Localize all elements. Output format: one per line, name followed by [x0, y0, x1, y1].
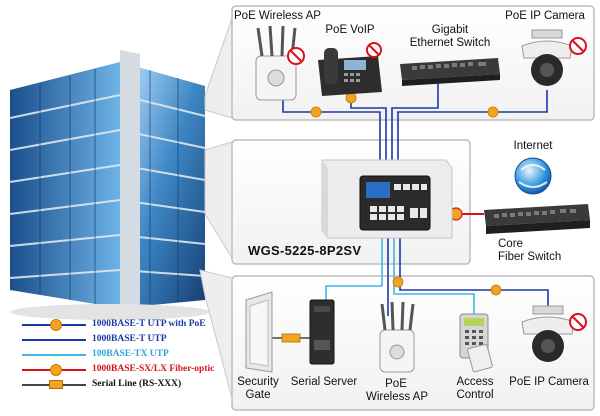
label-gigabit-line1: Gigabit	[431, 24, 469, 36]
ip-camera-top-icon	[521, 29, 587, 86]
legend-marker	[50, 364, 62, 376]
legend-label: 1000BASE-SX/LX Fiber-optic	[92, 364, 215, 374]
label-main-switch-model: WGS-5225-8P2SV	[248, 243, 362, 258]
label-security-gate-line1: Security	[237, 376, 279, 388]
callout-wedges	[199, 17, 233, 399]
label-core-line2: Fiber Switch	[498, 251, 562, 263]
label-poe-voip: PoE VoIP	[325, 24, 375, 36]
label-poe-wireless-ap-top: PoE Wireless AP	[234, 10, 321, 22]
label-poe-ip-camera-bottom: PoE IP Camera	[509, 376, 589, 388]
legend-item-utp: 1000BASE-T UTP	[22, 333, 232, 346]
internet-globe-icon	[514, 157, 552, 195]
label-serial-server: Serial Server	[290, 376, 358, 388]
label-security-gate-line2: Gate	[245, 389, 271, 401]
legend-item-fast-utp: 100BASE-TX UTP	[22, 348, 232, 361]
legend-label: Serial Line (RS-XXX)	[92, 379, 182, 389]
label-poe-ip-camera-top: PoE IP Camera	[505, 10, 585, 22]
legend-label: 100BASE-TX UTP	[92, 349, 169, 359]
security-gate-icon	[245, 291, 273, 373]
label-access-control-line1: Access	[456, 376, 494, 388]
legend-marker	[50, 319, 62, 331]
wireless-ap-top-icon	[255, 25, 305, 101]
ip-camera-bottom-icon	[521, 305, 587, 362]
legend-item-serial: Serial Line (RS-XXX)	[22, 378, 232, 391]
label-gigabit-line2: Ethernet Switch	[409, 37, 491, 49]
label-access-control-line2: Control	[456, 389, 494, 401]
office-building	[9, 50, 210, 320]
label-internet: Internet	[513, 140, 553, 152]
label-poe-ap-bottom-line1: PoE	[385, 378, 407, 390]
voip-phone-icon	[318, 42, 382, 96]
access-control-icon	[459, 313, 493, 373]
legend: 1000BASE-T UTP with PoE 1000BASE-T UTP 1…	[22, 318, 232, 393]
core-fiber-switch-icon	[484, 204, 590, 234]
legend-swatch	[22, 354, 86, 356]
gigabit-switch-icon	[400, 58, 500, 86]
legend-item-poe-utp: 1000BASE-T UTP with PoE	[22, 318, 232, 331]
wireless-ap-bottom-icon	[379, 301, 415, 373]
label-poe-ap-bottom-line2: Wireless AP	[366, 391, 428, 403]
serial-server-icon	[309, 299, 335, 365]
label-core-line1: Core	[498, 238, 523, 250]
legend-label: 1000BASE-T UTP	[92, 334, 167, 344]
legend-label: 1000BASE-T UTP with PoE	[92, 319, 206, 329]
legend-item-fiber: 1000BASE-SX/LX Fiber-optic	[22, 363, 232, 376]
main-switch-icon	[359, 175, 431, 231]
legend-swatch	[22, 339, 86, 341]
legend-marker	[49, 380, 63, 389]
